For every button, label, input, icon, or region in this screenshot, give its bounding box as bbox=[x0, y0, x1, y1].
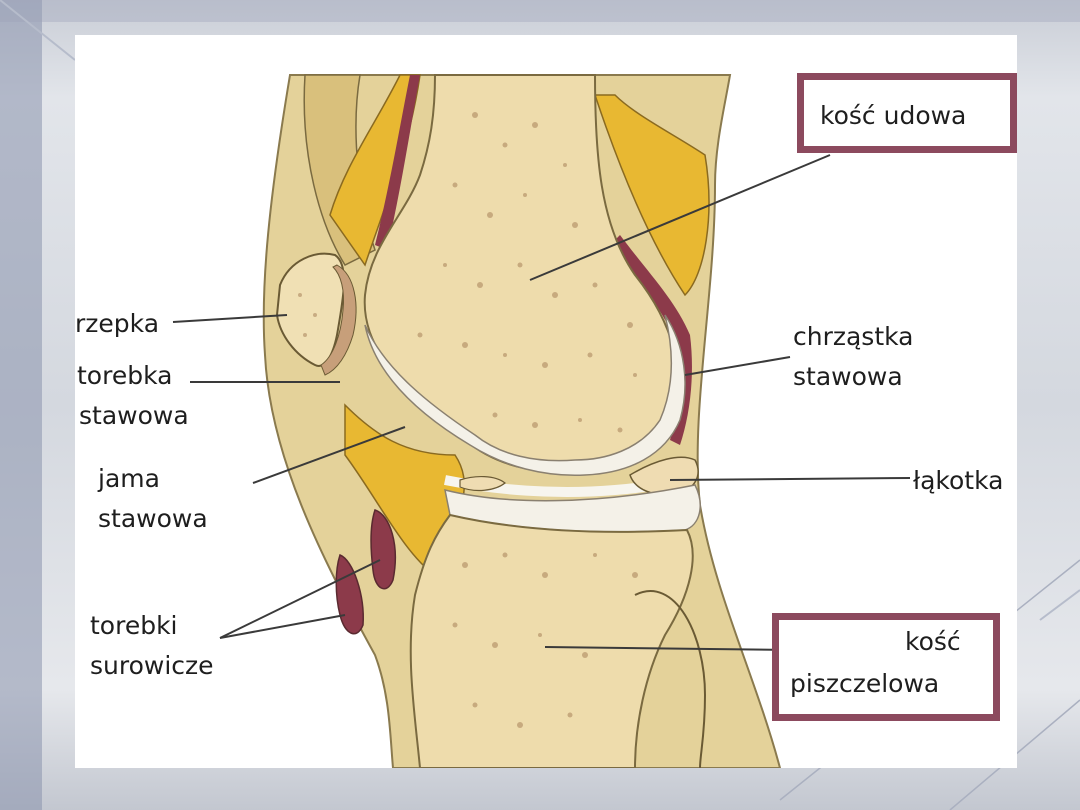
femur-label-box bbox=[797, 73, 1017, 153]
label-capsule-line1: torebka bbox=[77, 361, 173, 390]
knee-figure: kość udowa rzepka torebka stawowa jama s… bbox=[75, 35, 1017, 768]
femur-cartilage bbox=[364, 314, 686, 476]
leader-cartilage bbox=[684, 356, 791, 376]
label-meniscus: łąkotka bbox=[913, 466, 1004, 495]
label-capsule-line2: stawowa bbox=[79, 401, 189, 430]
bursa-2 bbox=[335, 554, 364, 635]
tibia-bone bbox=[409, 513, 694, 768]
label-tibia-line2: piszczelowa bbox=[790, 669, 940, 698]
label-tibia-line1: kość bbox=[905, 627, 961, 656]
leader-meniscus bbox=[669, 477, 911, 481]
leader-femur bbox=[529, 154, 831, 281]
meniscus-anterior bbox=[459, 476, 506, 492]
label-cartilage-line2: stawowa bbox=[793, 362, 903, 391]
bursa-1 bbox=[370, 509, 397, 590]
tibia-label-box bbox=[772, 613, 1000, 721]
fat-pad-upper bbox=[329, 74, 421, 267]
leader-bursa-2 bbox=[219, 614, 346, 639]
label-cartilage-line1: chrząstka bbox=[793, 322, 914, 351]
leader-lines bbox=[172, 154, 911, 651]
label-cavity-line2: stawowa bbox=[98, 504, 208, 533]
patella-cartilage bbox=[320, 264, 357, 376]
fibula-outline bbox=[634, 590, 707, 768]
leader-tibia bbox=[544, 646, 796, 651]
leader-patella bbox=[172, 314, 288, 323]
label-bursae-line2: surowicze bbox=[90, 651, 214, 680]
label-patella: rzepka bbox=[75, 309, 160, 338]
label-femur: kość udowa bbox=[820, 101, 967, 130]
label-cavity-line1: jama bbox=[98, 464, 160, 493]
synovial-fold-upper bbox=[375, 75, 420, 250]
leader-bursa-1 bbox=[219, 559, 381, 639]
bone-texture bbox=[298, 112, 638, 728]
label-bursae-line1: torebki bbox=[90, 611, 178, 640]
leader-cavity bbox=[252, 426, 406, 484]
fat-pad-posterior bbox=[593, 94, 710, 297]
knee-joint-illustration bbox=[172, 74, 911, 768]
patella-bone bbox=[275, 252, 345, 367]
